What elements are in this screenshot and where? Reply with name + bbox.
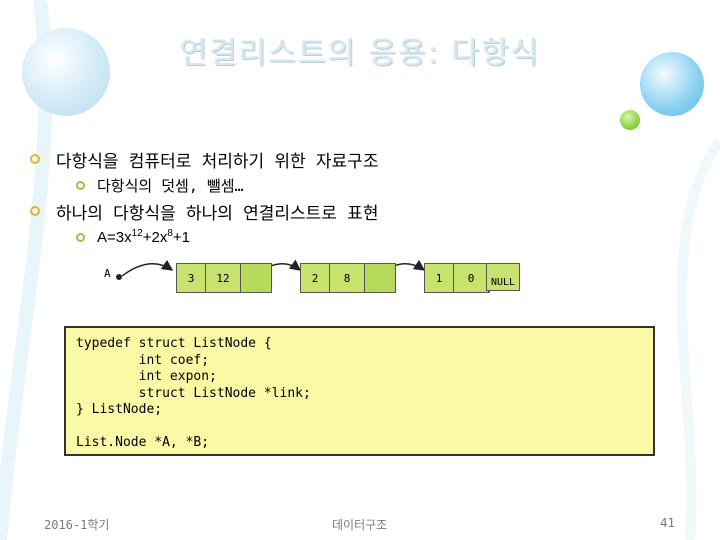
node-coef: 3 xyxy=(177,264,206,292)
bullet-1: 다항식을 컴퓨터로 처리하기 위한 자료구조 xyxy=(30,146,690,172)
bullet-circle-icon xyxy=(30,154,40,164)
sub-bullet-1-1: 다항식의 덧셈, 뺄셈… xyxy=(30,172,690,198)
node-expon: 0 xyxy=(454,264,489,292)
sub-bullet-2-1: A=3x12+2x8+1 xyxy=(30,224,690,250)
null-terminator: NULL xyxy=(486,263,520,291)
bullet-circle-icon xyxy=(76,233,85,242)
node-link xyxy=(241,264,271,292)
slide-title: 연결리스트의 응용: 다항식 xyxy=(0,28,720,72)
bullet-circle-icon xyxy=(76,181,85,190)
page-number: 41 xyxy=(660,516,675,530)
list-node-2: 2 8 xyxy=(300,263,396,293)
bullet-circle-icon xyxy=(30,206,40,216)
list-node-1: 3 12 xyxy=(176,263,272,293)
bullet-list: 다항식을 컴퓨터로 처리하기 위한 자료구조 다항식의 덧셈, 뺄셈… 하나의 … xyxy=(30,146,690,250)
sub-bullet-1-1-text: 다항식의 덧셈, 뺄셈… xyxy=(97,175,244,196)
footer-course: 데이터구조 xyxy=(332,516,387,533)
head-pointer-label: A xyxy=(104,267,111,280)
node-coef: 1 xyxy=(425,264,454,292)
list-node-3: 1 0 xyxy=(424,263,490,293)
node-expon: 8 xyxy=(330,264,365,292)
bullet-2: 하나의 다항식을 하나의 연결리스트로 표현 xyxy=(30,198,690,224)
footer-semester: 2016-1학기 xyxy=(44,516,109,533)
polynomial-formula: A=3x12+2x8+1 xyxy=(97,228,190,246)
bullet-2-text: 하나의 다항식을 하나의 연결리스트로 표현 xyxy=(56,199,378,224)
node-expon: 12 xyxy=(206,264,241,292)
code-block: typedef struct ListNode { int coef; int … xyxy=(64,326,655,456)
decor-bubble-green xyxy=(620,110,640,130)
node-coef: 2 xyxy=(301,264,330,292)
bullet-1-text: 다항식을 컴퓨터로 처리하기 위한 자료구조 xyxy=(56,147,378,172)
node-link xyxy=(365,264,395,292)
